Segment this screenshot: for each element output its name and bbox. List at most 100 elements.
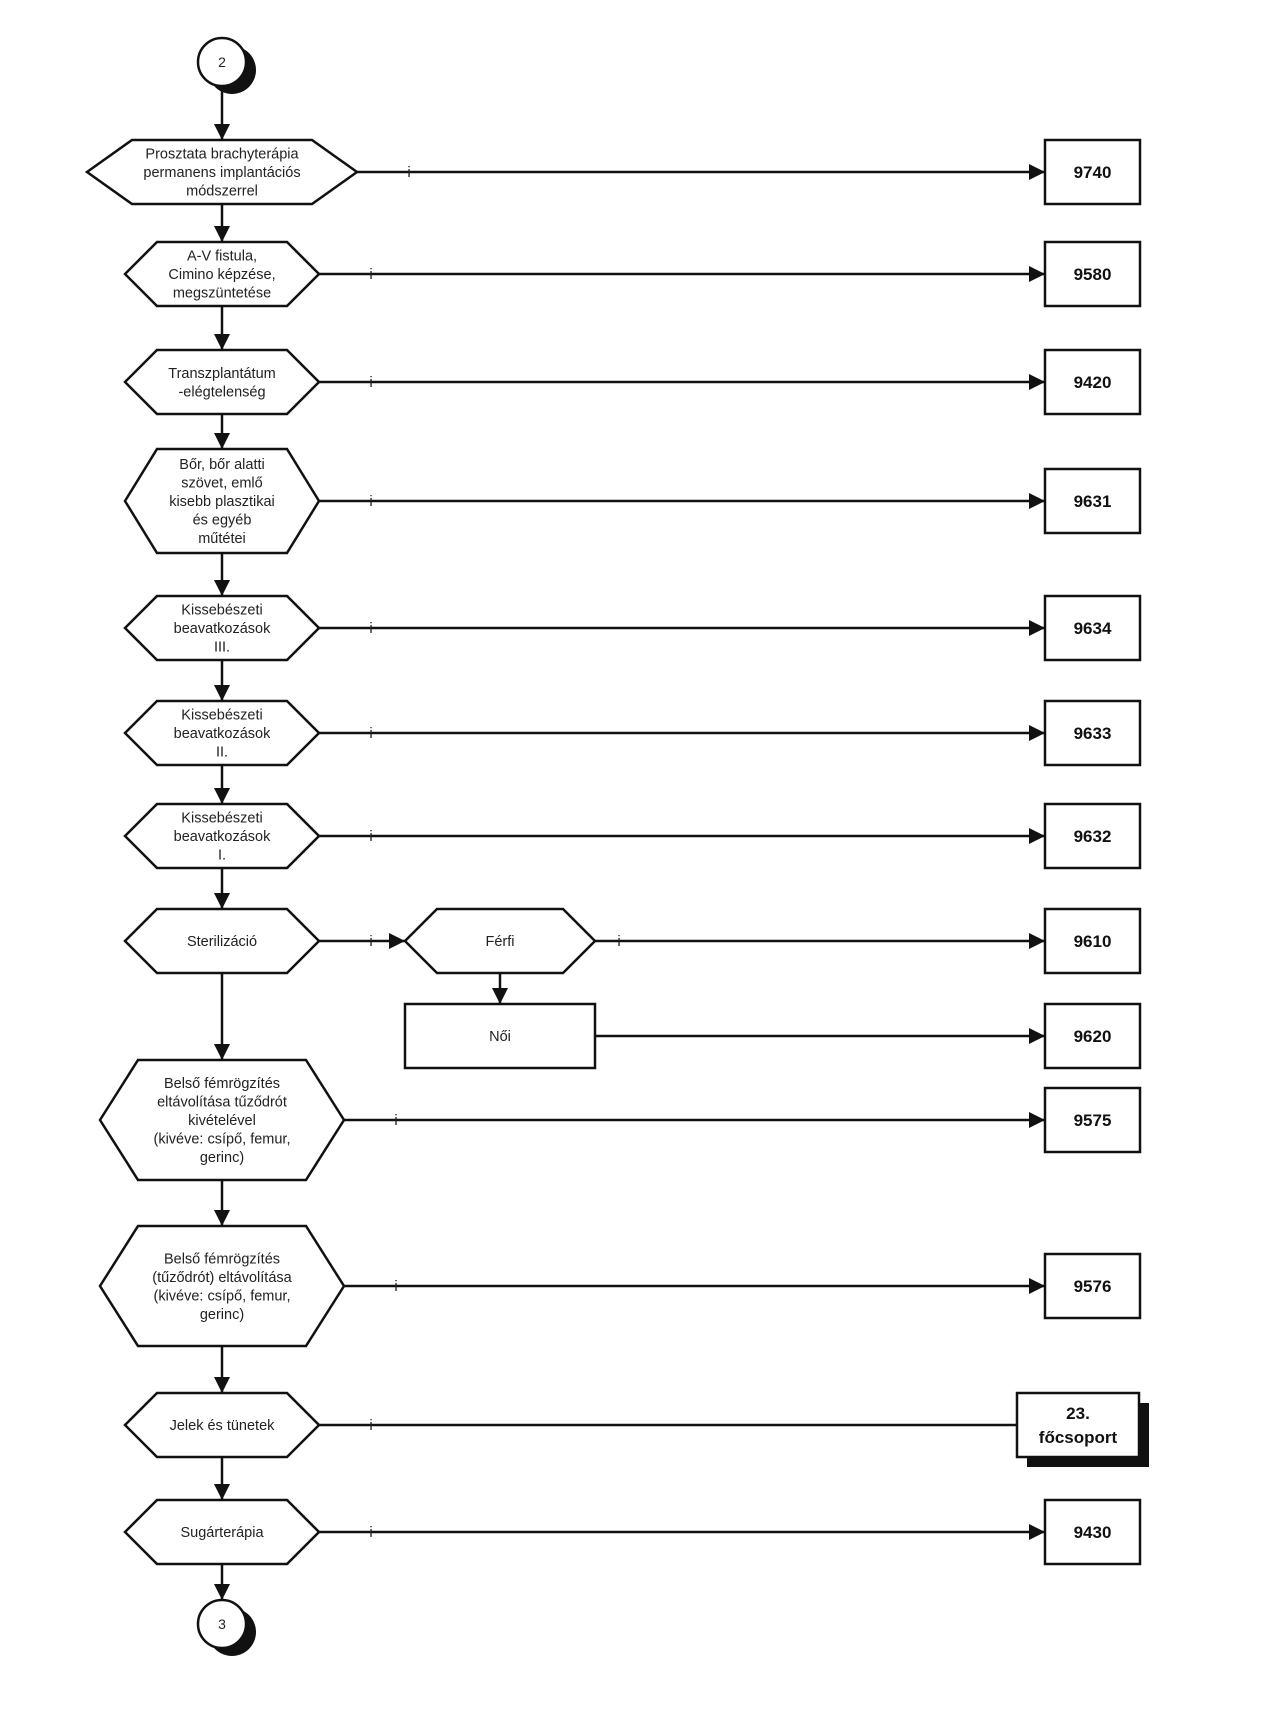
decision-kissebeszeti-1-label: Kissebészeti <box>181 811 262 827</box>
decision-prosztata-label: Prosztata brachyterápia <box>145 147 299 163</box>
decision-bor: Bőr, bőr alatti szövet, emlő kisebb plaszt… <box>123 447 321 555</box>
decision-belso-2-shape <box>98 1224 346 1348</box>
result-box-9430-code: 9430 <box>1074 1523 1112 1542</box>
decision-belso-1: Belső fémrögzítés eltávolítása tűződrót ki… <box>98 1058 346 1182</box>
decision-av-fistula-label: A-V fistula, <box>187 249 257 265</box>
result-box-9740-code: 9740 <box>1074 163 1112 182</box>
connector-top-label: 2 <box>218 54 226 70</box>
result-box-9634-code: 9634 <box>1074 619 1112 638</box>
result-box-9580-code: 9580 <box>1074 265 1112 284</box>
connector-bottom-label: 3 <box>218 1616 226 1632</box>
result-box-9420-frame <box>1043 348 1142 416</box>
decision-prosztata-label: permanens implantációs <box>143 165 300 181</box>
result-box-9430-frame <box>1043 1498 1142 1566</box>
decision-belso-1-label: Belső fémrögzítés <box>164 1076 280 1092</box>
edge-label-av-fistula: i <box>369 266 372 283</box>
result-box-9575: 9575 <box>1043 1086 1142 1154</box>
result-box-9631-frame <box>1043 467 1142 535</box>
result-box-9420: 9420 <box>1043 348 1142 416</box>
decision-kissebeszeti-1-label: beavatkozások <box>174 829 271 845</box>
decision-belso-2: Belső fémrögzítés (tűződrót) eltávolítása… <box>98 1224 346 1348</box>
decision-belso-1-label: kivételével <box>188 1113 256 1129</box>
decision-belso-2-label: (tűződrót) eltávolítása <box>152 1270 292 1286</box>
process-noi-label: Női <box>489 1029 511 1045</box>
decision-prosztata: Prosztata brachyterápia permanens implant… <box>84 138 360 206</box>
result-box-9633-code: 9633 <box>1074 724 1112 743</box>
process-noi-shape <box>403 1002 597 1070</box>
result-box-9575-frame <box>1043 1086 1142 1154</box>
edge-label-bor: i <box>369 493 372 510</box>
result-box-9740: 9740 <box>1043 138 1142 206</box>
result-box-9576-code: 9576 <box>1074 1277 1112 1296</box>
edge-label-kissebeszeti-3: i <box>369 620 372 637</box>
edge-label-sterilizacio: i <box>369 933 372 950</box>
decision-transzplantatum-label: -elégtelenség <box>178 384 265 400</box>
result-box-9580-frame <box>1043 240 1142 308</box>
result-box-9620-code: 9620 <box>1074 1027 1112 1046</box>
decision-transzplantatum-shape <box>123 348 321 416</box>
result-box-9634-frame <box>1043 594 1142 662</box>
result-box-9610: 9610 <box>1043 907 1142 975</box>
result-box-focsoport-text: 23. <box>1066 1404 1090 1423</box>
edge-label-sugarterapia: i <box>369 1524 372 1541</box>
decision-jelek-label: Jelek és tünetek <box>170 1418 276 1434</box>
result-box-9430: 9430 <box>1043 1498 1142 1566</box>
decision-kissebeszeti-2-label: II. <box>216 745 228 761</box>
decision-sterilizacio-label: Sterilizáció <box>187 934 257 950</box>
decision-sugarterapia-label: Sugárterápia <box>180 1525 264 1541</box>
decision-av-fistula-label: megszüntetése <box>173 286 271 302</box>
edge-label-transzplantatum: i <box>369 374 372 391</box>
result-box-9576-frame <box>1043 1252 1142 1320</box>
result-box-9631: 9631 <box>1043 467 1142 535</box>
decision-kissebeszeti-3-label: III. <box>214 640 230 656</box>
process-noi: Női <box>403 1002 597 1070</box>
result-box-9576: 9576 <box>1043 1252 1142 1320</box>
decision-sterilizacio: Sterilizáció <box>123 907 321 975</box>
result-box-9420-code: 9420 <box>1074 373 1112 392</box>
edge-label-belso-2: i <box>394 1278 397 1295</box>
result-box-9633: 9633 <box>1043 699 1142 767</box>
decision-bor-label: műtétei <box>198 531 246 547</box>
decision-bor-label: kisebb plasztikai <box>169 494 275 510</box>
decision-bor-label: Bőr, bőr alatti <box>179 457 264 473</box>
result-box-9634: 9634 <box>1043 594 1142 662</box>
decision-kissebeszeti-1-label: I. <box>218 848 226 864</box>
result-box-focsoport-frame <box>1015 1391 1141 1459</box>
decision-kissebeszeti-3-label: Kissebészeti <box>181 603 262 619</box>
result-box-9610-code: 9610 <box>1074 932 1112 951</box>
decision-belso-2-label: (kivéve: csípő, femur, <box>154 1288 291 1304</box>
connector-bottom: 3 <box>196 1598 256 1656</box>
decision-belso-1-label: gerinc) <box>200 1150 244 1166</box>
decision-ferfi-label: Férfi <box>486 934 515 950</box>
decision-kissebeszeti-2-label: Kissebészeti <box>181 708 262 724</box>
decision-av-fistula: A-V fistula,Cimino képzése,megszüntetése <box>123 240 321 308</box>
decision-transzplantatum: Transzplantátum -elégtelenség <box>123 348 321 416</box>
connector-top: 2 <box>196 36 256 94</box>
edge-label-jelek: i <box>369 1417 372 1434</box>
decision-belso-2-label: gerinc) <box>200 1307 244 1323</box>
decision-belso-1-label: eltávolítása tűződrót <box>157 1095 287 1111</box>
decision-ferfi: Férfi <box>403 907 597 975</box>
decision-kissebeszeti-2-label: beavatkozások <box>174 726 271 742</box>
edge-label-prosztata: i <box>407 164 410 181</box>
result-box-9631-code: 9631 <box>1074 492 1112 511</box>
decision-bor-label: szövet, emlő <box>181 476 262 492</box>
result-box-focsoport: 23.főcsoport <box>1015 1391 1149 1467</box>
decision-belso-2-label: Belső fémrögzítés <box>164 1251 280 1267</box>
edge-label-ferfi: i <box>617 933 620 950</box>
result-box-9610-frame <box>1043 907 1142 975</box>
result-box-9740-frame <box>1043 138 1142 206</box>
decision-prosztata-label: módszerrel <box>186 184 258 200</box>
result-box-9620: 9620 <box>1043 1002 1142 1070</box>
decision-jelek: Jelek és tünetek <box>123 1391 321 1459</box>
edge-label-belso-1: i <box>394 1112 397 1129</box>
edge-label-kissebeszeti-1: i <box>369 828 372 845</box>
decision-transzplantatum-label: Transzplantátum <box>168 366 275 382</box>
edge-label-kissebeszeti-2: i <box>369 725 372 742</box>
decision-belso-1-label: (kivéve: csípő, femur, <box>154 1132 291 1148</box>
